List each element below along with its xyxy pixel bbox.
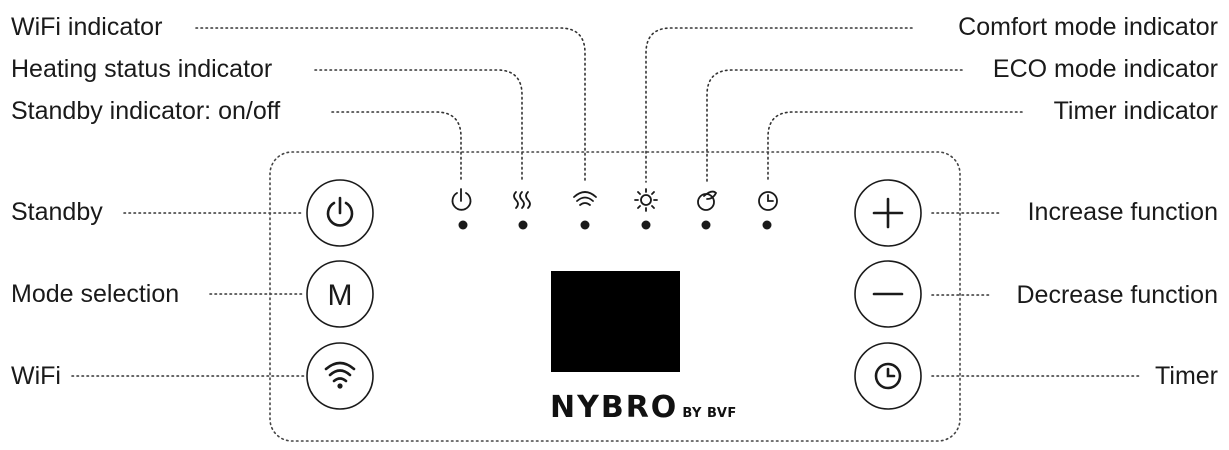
label-wifi-indicator: WiFi indicator (11, 13, 163, 41)
wifi-dot (337, 383, 343, 389)
wifi-indicator-led (580, 220, 590, 230)
label-eco-mode-indicator: ECO mode indicator (992, 55, 1218, 83)
timer-indicator-led (762, 220, 772, 230)
decrease-button (854, 260, 922, 328)
plus-icon (872, 197, 904, 229)
standby-indicator-led (458, 220, 468, 230)
label-heating-status-indicator: Heating status indicator (11, 55, 273, 83)
standby-button (306, 179, 374, 247)
increase-button (854, 179, 922, 247)
label-standby-indicator: Standby indicator: on/off (11, 97, 281, 125)
comfort-indicator-led (641, 220, 651, 230)
label-timer: Timer (1155, 362, 1218, 390)
eco-leaf-icon (697, 190, 718, 211)
timer-button (854, 342, 922, 410)
display-screen (551, 271, 680, 372)
power-icon (326, 196, 354, 227)
wifi-icon (324, 361, 356, 383)
leader-wifi-indicator (195, 27, 586, 183)
label-standby: Standby (11, 198, 103, 226)
heating-indicator-led (518, 220, 528, 230)
leader-comfort-indicator (645, 27, 913, 183)
sun-icon (634, 188, 658, 212)
brand-name: NYBRO (550, 390, 679, 425)
leader-standby-indicator (331, 111, 462, 183)
mode-button (306, 260, 374, 328)
label-increase-function: Increase function (1027, 198, 1218, 226)
leader-timer-indicator (767, 111, 1023, 183)
eco-indicator-led (701, 220, 711, 230)
label-wifi: WiFi (11, 362, 61, 390)
power-icon (451, 188, 472, 211)
label-timer-indicator: Timer indicator (1053, 97, 1218, 125)
brand-suffix: BY BVF (682, 406, 737, 421)
mode-letter: M (328, 279, 353, 312)
wifi-button (306, 342, 374, 410)
label-comfort-mode-indicator: Comfort mode indicator (958, 13, 1218, 41)
wifi-icon (573, 191, 597, 206)
label-mode-selection: Mode selection (11, 280, 180, 308)
clock-icon (758, 191, 778, 211)
label-decrease-function: Decrease function (1016, 281, 1218, 309)
leader-eco-indicator (706, 69, 963, 183)
leader-heating-indicator (314, 69, 523, 183)
clock-icon (874, 362, 902, 390)
heat-waves-icon (513, 191, 531, 209)
